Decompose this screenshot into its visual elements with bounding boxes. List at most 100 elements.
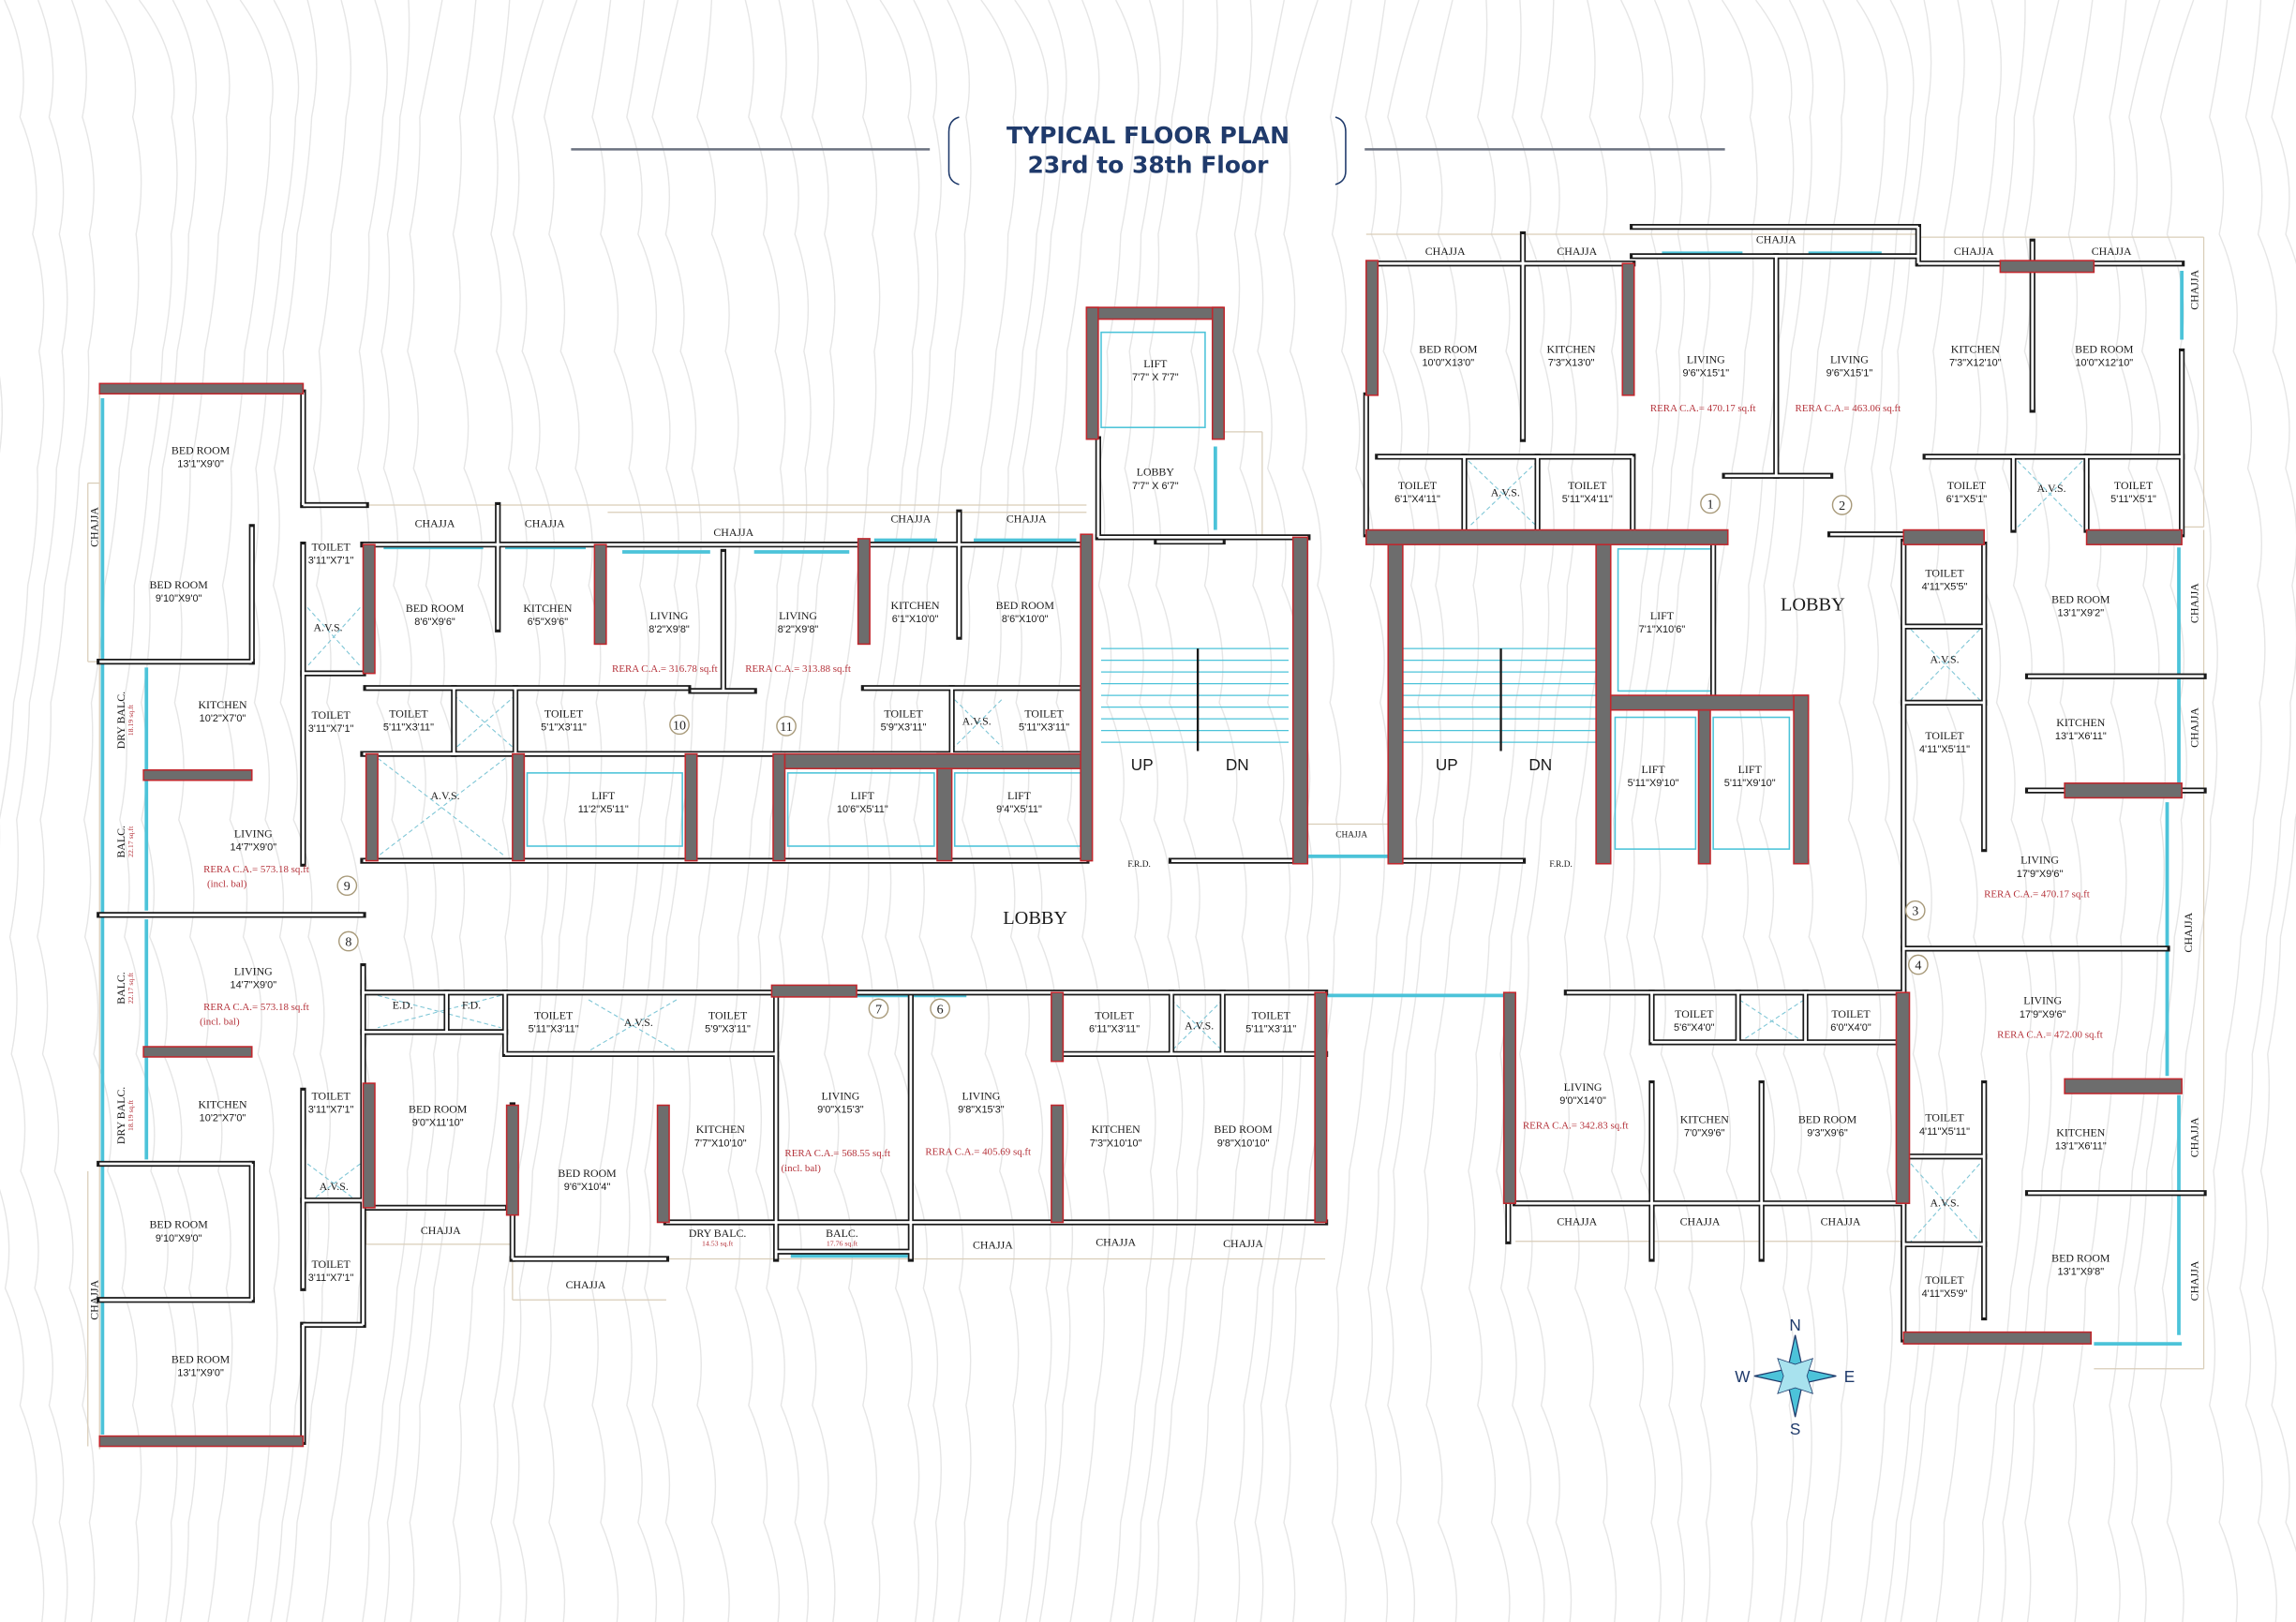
rcc-column xyxy=(1085,306,1224,320)
rcc-column xyxy=(1999,260,2095,274)
room-name-kitchen: KITCHEN xyxy=(696,1123,745,1136)
room-name-dry-balc: DRY BALC. xyxy=(114,692,127,750)
rera-carpet-area: RERA C.A.= 568.55 sq.ft xyxy=(784,1148,890,1159)
room-dimensions: 6'0"X4'0" xyxy=(1830,1022,1871,1034)
wood-grain-line xyxy=(512,0,571,1622)
rera-note: (incl. bal) xyxy=(200,1017,240,1028)
room-name-toilet: TOILET xyxy=(389,707,428,721)
wood-grain-line xyxy=(2206,0,2266,1622)
room-dimensions: 5'11"X9'10" xyxy=(1724,778,1776,789)
room-name-lift: LIFT xyxy=(591,789,616,802)
rera-carpet-area: RERA C.A.= 342.83 sq.ft xyxy=(1523,1121,1629,1132)
room-name-toilet: TOILET xyxy=(1568,479,1607,492)
wood-grain-line xyxy=(1559,0,1619,1622)
rcc-column xyxy=(2064,782,2183,799)
wood-grain-line xyxy=(1124,0,1184,1622)
wood-grain-line xyxy=(1283,0,1342,1622)
room-dimensions: 10'6"X5'11" xyxy=(837,804,888,815)
room-name-a-v-s: A.V.S. xyxy=(962,714,991,727)
room-name-living: LIVING xyxy=(1687,352,1725,365)
room-name-toilet: TOILET xyxy=(1925,729,1964,742)
room-dimensions: 13'1"X9'0" xyxy=(177,458,224,469)
room-dimensions: 5'11"X3'11" xyxy=(529,1023,579,1034)
room-dimensions: 13'1"X9'2" xyxy=(2058,608,2105,619)
room-name-bed-room: BED ROOM xyxy=(996,599,1055,612)
unit-number-badge xyxy=(1904,900,1926,921)
room-name-lift: LIFT xyxy=(1007,789,1032,802)
plan-title: TYPICAL FLOOR PLAN xyxy=(1006,122,1290,149)
wood-grain-line xyxy=(1837,0,1897,1622)
room-dimensions: 5'11"X3'11" xyxy=(1245,1023,1296,1034)
room-name-a-v-s: A.V.S. xyxy=(2037,482,2066,495)
room-name-bed-room: BED ROOM xyxy=(2051,593,2110,606)
compass-diagonal-icon xyxy=(1777,1358,1813,1394)
wood-grain-line xyxy=(221,0,280,1622)
shaft-cross xyxy=(954,699,1003,748)
room-name-bed-room: BED ROOM xyxy=(2051,1252,2110,1265)
rera-note: (incl. bal) xyxy=(207,879,247,890)
rcc-column xyxy=(1793,694,1810,865)
title-bracket-right xyxy=(1334,116,1347,186)
room-area: 22.17 sq.ft xyxy=(127,826,135,857)
room-name-kitchen: KITCHEN xyxy=(2056,716,2105,729)
room-dimensions: 6'1"X4'11" xyxy=(1394,494,1440,505)
wood-grain-line xyxy=(1148,0,1207,1622)
wood-grain-line xyxy=(727,0,786,1622)
room-name-lift: LIFT xyxy=(851,789,875,802)
compass-south: S xyxy=(1790,1420,1800,1438)
wood-grain-line xyxy=(960,0,1020,1622)
shaft-cross xyxy=(306,606,361,667)
room-name-chajja: CHAJJA xyxy=(88,1279,101,1319)
room-name-living: LIVING xyxy=(1830,352,1869,365)
rcc-column xyxy=(1365,528,1729,545)
lift-car xyxy=(1614,716,1697,850)
room-name-bed-room: BED ROOM xyxy=(558,1167,617,1180)
unit-number-badge xyxy=(1700,493,1721,514)
room-name-e-d: E.D. xyxy=(393,998,413,1011)
core-label-f-r-d: F.R.D. xyxy=(1549,860,1572,870)
core-label-dn: DN xyxy=(1528,755,1552,774)
room-name-toilet: TOILET xyxy=(1925,1111,1964,1124)
rcc-column xyxy=(1697,708,1711,865)
shaft-cross xyxy=(1468,460,1539,528)
room-name-dry-balc: DRY BALC. xyxy=(689,1227,747,1240)
room-dimensions: 8'2"X9'8" xyxy=(778,624,819,635)
rera-carpet-area: RERA C.A.= 472.00 sq.ft xyxy=(1997,1030,2103,1041)
room-name-lift: LIFT xyxy=(1738,763,1763,776)
room-name-a-v-s: A.V.S. xyxy=(1491,486,1520,499)
room-name-toilet: TOILET xyxy=(311,1257,350,1271)
rcc-column xyxy=(142,768,253,781)
room-dimensions: 9'0"X15'3" xyxy=(817,1104,864,1115)
unit-number: 7 xyxy=(875,1002,882,1017)
wood-grain-line xyxy=(119,0,178,1622)
wood-grain-line xyxy=(250,0,310,1622)
wood-grain-line xyxy=(1468,0,1527,1622)
wood-grain-line xyxy=(621,0,681,1622)
room-name-lift: LIFT xyxy=(1642,763,1666,776)
room-dimensions: 5'11"X3'11" xyxy=(383,722,434,734)
room-dimensions: 5'11"X3'11" xyxy=(1019,722,1069,734)
room-name-toilet: TOILET xyxy=(311,540,350,553)
rcc-column xyxy=(98,1435,305,1448)
room-dimensions: 3'11"X7'1" xyxy=(308,1104,354,1115)
shaft-cross xyxy=(377,994,501,1029)
room-name-chajja: CHAJJA xyxy=(2187,583,2200,623)
unit-number-badge xyxy=(1908,954,1929,975)
room-dimensions: 17'9"X9'6" xyxy=(2017,869,2064,880)
unit-number: 8 xyxy=(345,935,351,950)
room-name-chajja: CHAJJA xyxy=(1557,245,1597,258)
wood-grain-line xyxy=(1626,0,1686,1622)
room-dimensions: 4'11"X5'11" xyxy=(1919,744,1970,755)
room-name-chajja: CHAJJA xyxy=(973,1239,1013,1252)
lift-car xyxy=(786,772,935,847)
room-dimensions: 3'11"X7'1" xyxy=(308,555,354,566)
rcc-column xyxy=(1595,536,1612,865)
wood-grain-line xyxy=(407,0,466,1622)
wood-grain-line xyxy=(2159,0,2218,1622)
room-name-chajja: CHAJJA xyxy=(2187,707,2200,748)
room-dimensions: 5'11"X5'1" xyxy=(2110,494,2156,505)
wood-grain-line xyxy=(1329,0,1389,1622)
room-name-bed-room: BED ROOM xyxy=(1214,1123,1273,1136)
room-name-a-v-s: A.V.S. xyxy=(320,1180,349,1193)
room-dimensions: 4'11"X5'9" xyxy=(1922,1288,1968,1300)
